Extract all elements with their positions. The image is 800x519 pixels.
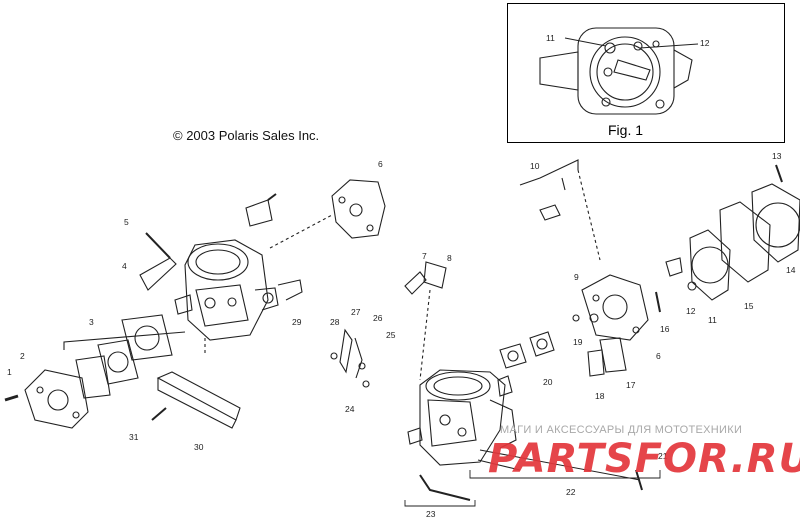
part-17 (599, 337, 627, 373)
part-30-bracket (156, 371, 241, 421)
callout-12: 12 (686, 306, 696, 316)
part-6-pump-cover-left (269, 179, 386, 249)
callout-28: 28 (330, 317, 340, 327)
part-8 (423, 261, 447, 289)
callout-26: 26 (373, 313, 383, 323)
callout-29: 29 (292, 317, 302, 327)
callout-24: 24 (345, 404, 355, 414)
callout-17: 17 (626, 380, 636, 390)
top-plate (245, 199, 273, 227)
fig1-label: Fig. 1 (608, 122, 644, 138)
part-4-bracket (139, 257, 177, 291)
callout-2: 2 (20, 351, 25, 361)
callout-30: 30 (194, 442, 204, 452)
part-29-linkage (277, 279, 303, 301)
callout-11: 11 (708, 315, 717, 325)
watermark-text: МАГИ И АКСЕССУАРЫ ДЛЯ МОТОТЕХНИКИ (500, 424, 743, 436)
callout-5: 5 (124, 217, 129, 227)
callout-23: 23 (426, 509, 436, 519)
part-19 (589, 313, 599, 323)
part-22-link (479, 449, 641, 481)
callout-11-fig: 11 (546, 33, 555, 43)
callout-10: 10 (530, 161, 540, 171)
callout-1: 1 (7, 367, 12, 377)
small-parts-24-28 (330, 328, 370, 388)
diaphragm-stack (655, 164, 800, 313)
right-carburetor (407, 369, 521, 471)
callout-13: 13 (772, 151, 782, 161)
fig1-drawing (539, 27, 699, 115)
part-31-screw (151, 407, 167, 421)
left-carburetor (174, 239, 279, 355)
callout-4: 4 (122, 261, 127, 271)
brand-logo: PARTSFOR.RU (488, 436, 800, 482)
callout-7: 7 (422, 251, 427, 261)
callout-12-fig: 12 (700, 38, 710, 48)
part-6-pump-cover-right (581, 274, 649, 341)
part-9 (572, 314, 580, 322)
callout-6-left: 6 (378, 159, 383, 169)
callout-8: 8 (447, 253, 452, 263)
part-2-pump-cover (24, 369, 89, 429)
callout-18: 18 (595, 391, 605, 401)
part-7 (404, 271, 427, 295)
fig1-inset-frame (507, 3, 785, 143)
part-3-gasket-set (63, 314, 186, 399)
callout-19: 19 (573, 337, 583, 347)
copyright-text: © 2003 Polaris Sales Inc. (173, 128, 320, 143)
callout-27: 27 (351, 307, 361, 317)
callout-3: 3 (89, 317, 94, 327)
callout-31: 31 (129, 432, 139, 442)
part-1-screw (4, 394, 19, 402)
part-23-fuel-line (419, 474, 471, 501)
part-20-gaskets (499, 331, 555, 369)
callout-21: 21 (658, 451, 668, 461)
callout-9: 9 (574, 272, 579, 282)
callout-20: 20 (543, 377, 553, 387)
callout-16: 16 (660, 324, 670, 334)
part-10-group (519, 159, 601, 261)
callout-6-right: 6 (656, 351, 661, 361)
callout-14: 14 (786, 265, 796, 275)
callout-15: 15 (744, 301, 754, 311)
part-18 (587, 349, 605, 377)
callout-25: 25 (386, 330, 396, 340)
callout-22: 22 (566, 487, 576, 497)
part-5-screw (145, 232, 171, 259)
